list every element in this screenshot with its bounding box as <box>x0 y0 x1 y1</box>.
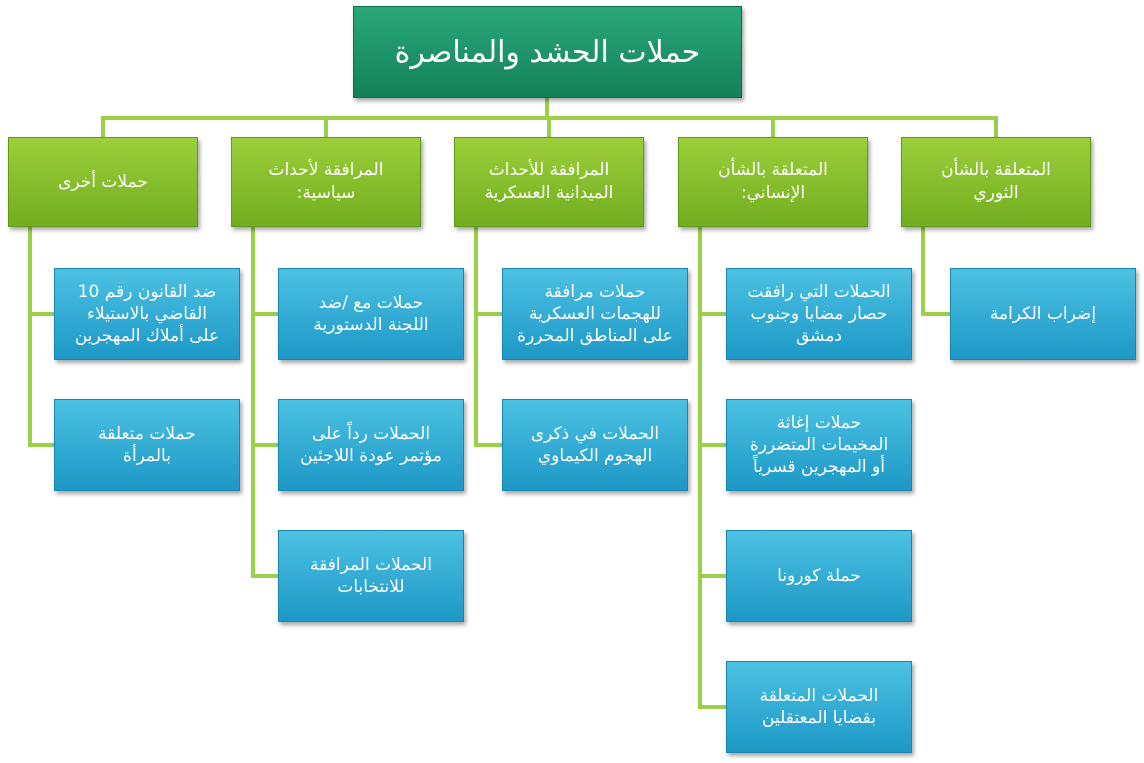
item-chemical-attack: الحملات في ذكرى الهجوم الكيماوي <box>502 399 688 491</box>
item-detainees: الحملات المتعلقة بقضايا المعتقلين <box>726 661 912 753</box>
root-node: حملات الحشد والمناصرة <box>353 6 742 98</box>
item-women: حملات متعلقة بالمرأة <box>54 399 240 491</box>
item-constitutional-committee: حملات مع /ضد اللجنة الدستورية <box>278 268 464 360</box>
category-revolutionary: المتعلقة بالشأن الثوري <box>901 137 1091 227</box>
category-political-events: المرافقة لأحداث سياسية: <box>231 137 421 227</box>
item-dignity-strike: إضراب الكرامة <box>950 268 1136 360</box>
category-military-events: المرافقة للأحداث الميدانية العسكرية <box>454 137 644 227</box>
item-law-10: ضد القانون رقم 10 القاضي بالاستيلاء على … <box>54 268 240 360</box>
item-camps-relief: حملات إغاثة المخيمات المتضررة أو المهجري… <box>726 399 912 491</box>
item-military-attacks: حملات مرافقة للهجمات العسكرية على المناط… <box>502 268 688 360</box>
category-other: حملات أخرى <box>8 137 198 227</box>
category-humanitarian: المتعلقة بالشأن الإنساني: <box>678 137 868 227</box>
item-refugee-conference: الحملات رداً على مؤتمر عودة اللاجئين <box>278 399 464 491</box>
item-elections: الحملات المرافقة للانتخابات <box>278 530 464 622</box>
item-corona: حملة كورونا <box>726 530 912 622</box>
item-madaya-siege: الحملات التي رافقت حصار مضايا وجنوب دمشق <box>726 268 912 360</box>
